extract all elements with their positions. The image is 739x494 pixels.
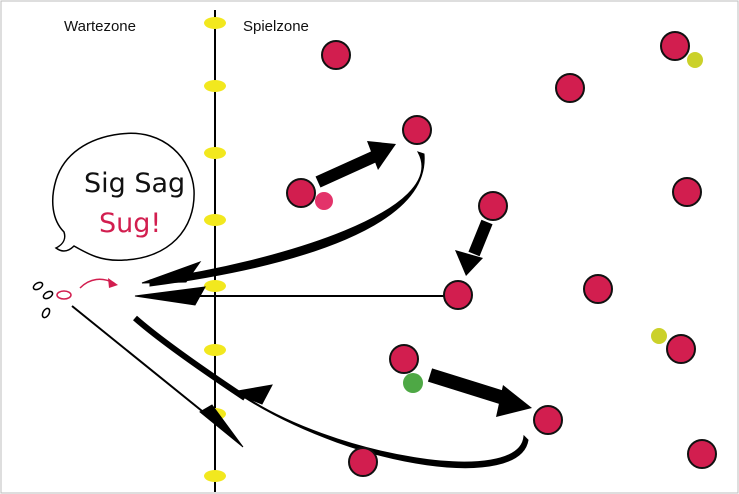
player-disc: [666, 334, 696, 364]
pass-arrow-head: [496, 385, 532, 417]
run-paths: [71, 151, 529, 469]
speech-bubble-line1: Sig Sag: [84, 168, 185, 199]
cone-marker: [204, 344, 226, 356]
ball: [403, 373, 423, 393]
player-disc: [402, 115, 432, 145]
player-disc: [321, 40, 351, 70]
cone-marker: [204, 147, 226, 159]
player-disc: [660, 31, 690, 61]
player-disc: [583, 274, 613, 304]
cone-marker: [204, 280, 226, 292]
player-disc: [555, 73, 585, 103]
pass-arrow-head: [455, 250, 483, 276]
player-disc: [672, 177, 702, 207]
speech-bubble-line2: Sug!: [99, 208, 161, 239]
pass-arrows: [315, 141, 532, 417]
waiting-zone-label: Wartezone: [64, 18, 136, 35]
player-disc: [443, 280, 473, 310]
arrow-head: [134, 286, 206, 306]
player-disc: [533, 405, 563, 435]
player-disc: [286, 178, 316, 208]
cone-marker: [204, 17, 226, 29]
player-disc: [348, 447, 378, 477]
speech-bubble: Sig Sag Sug!: [51, 132, 195, 262]
ball: [687, 52, 703, 68]
player-disc: [687, 439, 717, 469]
cone-marker: [204, 470, 226, 482]
run-path-arrow: [239, 392, 529, 469]
players: [286, 31, 717, 477]
pass-arrow-head: [367, 141, 396, 170]
arrow-head: [230, 384, 273, 405]
arrow-head: [199, 404, 244, 448]
ball: [315, 192, 333, 210]
play-zone-label: Spielzone: [243, 18, 309, 35]
balls: [315, 52, 703, 393]
cone-marker: [204, 80, 226, 92]
run-path-curve: [133, 315, 247, 401]
arrow-head: [141, 260, 202, 284]
cone-marker: [204, 214, 226, 226]
ball: [651, 328, 667, 344]
player-disc: [389, 344, 419, 374]
player-disc: [478, 191, 508, 221]
player-footprints-icon: [32, 281, 72, 319]
move-hint-arrow-head: [108, 278, 118, 288]
